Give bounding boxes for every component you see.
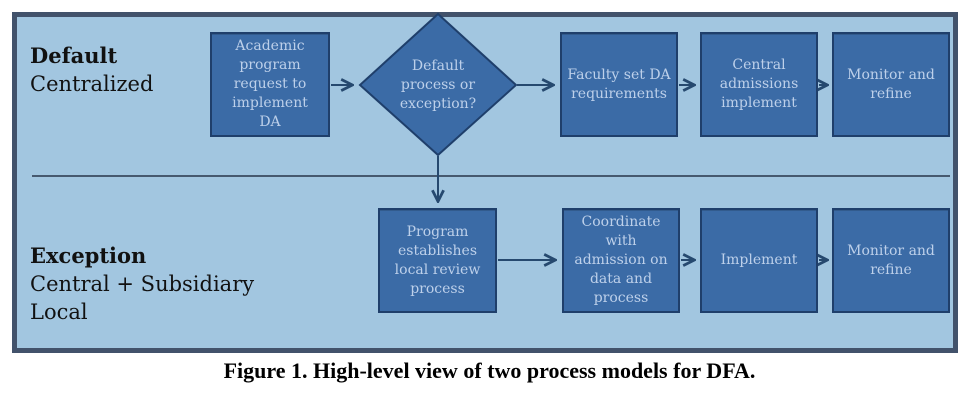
node-academic-program-request: Academic program request to implement DA	[210, 32, 330, 137]
node-program-establishes-local-review: Program establishes local review process	[378, 208, 497, 313]
node-coordinate-with-admission: Coordinate with admission on data and pr…	[562, 208, 680, 313]
lane-label-exception: Exception Central + Subsidiary Local	[30, 242, 254, 326]
lane-divider-line	[32, 175, 950, 177]
node-monitor-and-refine-bottom: Monitor and refine	[832, 208, 950, 313]
node-decision-label: Default process or exception?	[399, 57, 477, 112]
node-central-admissions-implement: Central admissions implement	[700, 32, 818, 137]
node-faculty-set-da-requirements: Faculty set DA requirements	[560, 32, 678, 137]
lane-exception-subtitle-2: Local	[30, 300, 88, 324]
lane-label-default: Default Centralized	[30, 42, 153, 98]
node-implement: Implement	[700, 208, 818, 313]
lane-default-subtitle: Centralized	[30, 72, 154, 96]
lane-exception-subtitle: Central + Subsidiary	[30, 272, 255, 296]
decision-diamond-shape	[358, 12, 518, 157]
lane-exception-title: Exception	[30, 243, 147, 268]
figure-caption: Figure 1. High-level view of two process…	[223, 358, 756, 383]
lane-default-title: Default	[30, 43, 118, 68]
node-monitor-and-refine-top: Monitor and refine	[832, 32, 950, 137]
